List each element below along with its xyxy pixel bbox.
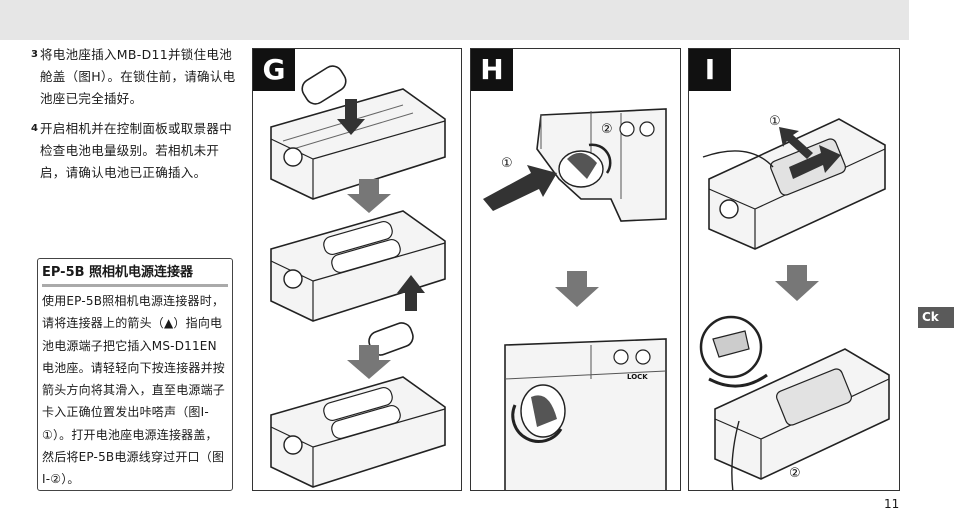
push-arrow-icon — [483, 165, 557, 211]
power-cable-icon — [702, 150, 774, 168]
figure-h-label: H — [471, 49, 513, 91]
next-step-arrow-icon — [347, 179, 391, 213]
next-step-arrow-icon — [775, 265, 819, 301]
figure-g-label: G — [253, 49, 295, 91]
step-4-text: 开启相机并在控制面板或取景器中检查电池电量级别。若相机未开启，请确认电池已正确插… — [40, 121, 233, 180]
figure-g: G — [252, 48, 462, 491]
language-tab: Ck — [918, 307, 954, 328]
figure-h-lock-label: LOCK — [627, 373, 648, 381]
battery-tray-icon — [270, 376, 446, 488]
figure-i-callout-2: ② — [789, 466, 801, 481]
next-step-arrow-icon — [555, 271, 599, 307]
power-cable-icon — [731, 420, 740, 490]
header-bar — [0, 0, 909, 40]
rotate-arrow-icon — [588, 143, 612, 174]
connector-note-body: 使用EP-5B照相机电源连接器时，请将连接器上的箭头（▲）指向电池电源端子把它插… — [42, 294, 226, 487]
rotate-arrow-icon — [708, 373, 768, 388]
aa-battery-icon — [301, 65, 347, 105]
step-3-number: 3 — [31, 49, 39, 60]
connector-note-rule — [42, 284, 228, 287]
camera-grip-icon — [504, 338, 667, 490]
figure-h-callout-1: ① — [501, 156, 513, 171]
step-3-text: 将电池座插入MB-D11并锁住电池舱盖（图H）。在锁住前，请确认电池座已完全插好… — [40, 47, 236, 106]
press-arrow-icon — [779, 127, 813, 159]
figure-h-illustration: ① ② LOCK — [483, 108, 667, 490]
step-3: 3 将电池座插入MB-D11并锁住电池舱盖（图H）。在锁住前，请确认电池座已完全… — [31, 44, 241, 110]
figure-h-callout-2: ② — [601, 122, 613, 137]
battery-tray-icon — [270, 210, 446, 322]
up-arrow-icon — [397, 275, 425, 311]
step-4-number: 4 — [31, 123, 39, 134]
connector-note-box: EP-5B 照相机电源连接器 使用EP-5B照相机电源连接器时，请将连接器上的箭… — [37, 258, 233, 491]
connector-note-title: EP-5B 照相机电源连接器 — [42, 265, 194, 280]
camera-grip-icon — [536, 108, 667, 222]
figure-i: ① ② I — [688, 48, 900, 491]
battery-tray-icon — [270, 88, 446, 200]
figure-i-label: I — [689, 49, 731, 91]
step-4: 4 开启相机并在控制面板或取景器中检查电池电量级别。若相机未开启，请确认电池已正… — [31, 118, 241, 184]
next-step-arrow-icon — [347, 345, 391, 379]
page-number: 11 — [884, 497, 900, 511]
figure-i-callout-1: ① — [769, 114, 781, 129]
down-arrow-icon — [337, 99, 365, 135]
figure-g-illustration — [270, 65, 446, 488]
figure-h: ① ② LOCK H — [470, 48, 681, 491]
slide-arrow-icon — [789, 145, 841, 179]
figure-i-illustration: ① ② — [699, 114, 890, 490]
battery-tray-icon — [714, 348, 890, 480]
rotate-arrow-icon — [511, 404, 563, 443]
battery-tray-icon — [708, 118, 886, 250]
